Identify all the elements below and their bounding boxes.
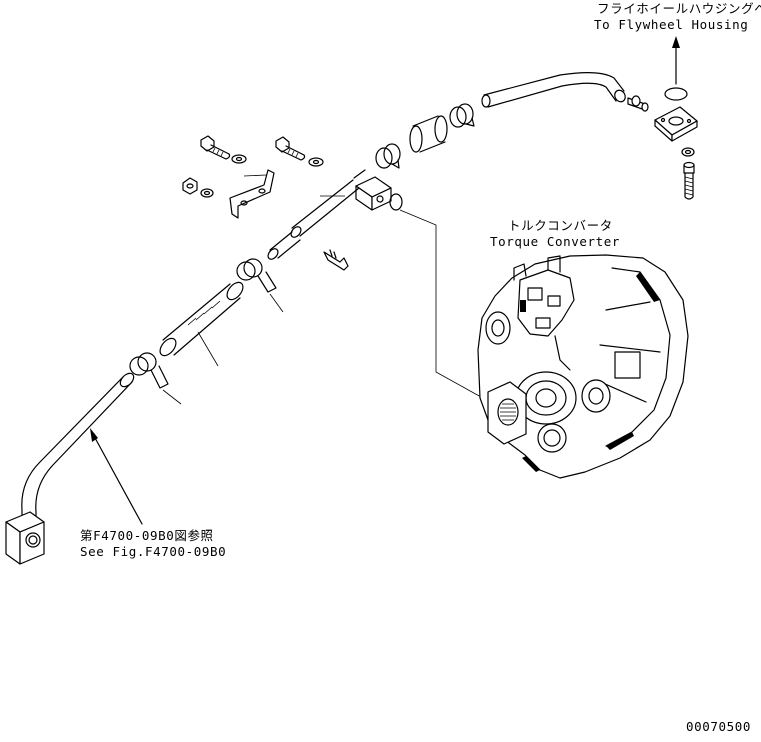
flange-plate	[654, 106, 698, 142]
flywheel-direction-arrow	[672, 36, 680, 85]
clamp3-leader	[269, 293, 284, 313]
bolt-upper-center	[275, 136, 306, 161]
o-ring-adapter	[389, 193, 403, 211]
bracket	[229, 169, 275, 219]
see-fig-leader	[90, 428, 143, 525]
washer-nut	[200, 188, 214, 198]
flywheel-label-en: To Flywheel Housing	[594, 17, 748, 32]
clamp4-leader	[162, 389, 182, 405]
washer-flange	[681, 147, 695, 157]
adapter-block	[353, 169, 392, 211]
see-fig-label-en: See Fig.F4700-09B0	[80, 544, 226, 559]
hose-clamp-1	[449, 103, 475, 128]
hose-clamp-3	[236, 258, 277, 293]
flywheel-label-jp: フライホイールハウジングへ	[597, 1, 761, 16]
bolt-flange	[683, 161, 695, 200]
converter-label-en: Torque Converter	[490, 234, 620, 249]
see-fig-label-jp: 第F4700-09B0図参照	[80, 528, 214, 543]
torque-converter	[477, 254, 689, 479]
drawing-number: 00070500	[686, 719, 751, 734]
bracket-leader	[243, 174, 267, 177]
converter-label-jp: トルクコンバータ	[508, 218, 613, 233]
lower-flange	[5, 511, 45, 565]
bolt-upper-left	[200, 135, 231, 160]
elbow-fitting	[627, 95, 649, 112]
upper-tube	[481, 72, 626, 108]
washer-upper-center	[308, 157, 324, 167]
middle-hose	[159, 281, 244, 357]
washer-upper-left	[231, 154, 247, 164]
hose-clip-center	[323, 249, 349, 271]
lower-pipe	[21, 372, 135, 519]
hose-clamp-4	[129, 352, 169, 389]
upper-hose	[409, 115, 448, 153]
center-pipe	[267, 179, 360, 260]
hex-nut	[182, 177, 198, 195]
converter-leader	[399, 209, 491, 403]
hose-leader	[197, 331, 219, 367]
o-ring-top	[664, 87, 688, 101]
hose-clamp-2	[375, 143, 401, 169]
